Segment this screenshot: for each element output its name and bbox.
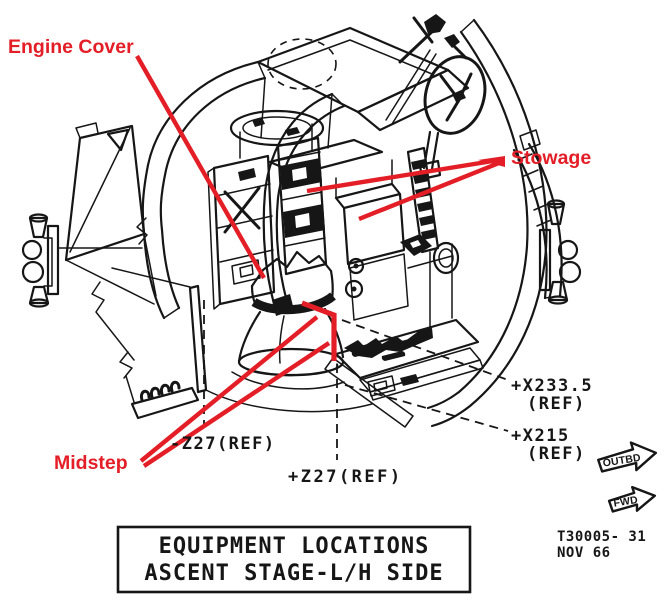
stowage-leader-wedge — [478, 156, 505, 167]
title-box — [116, 525, 472, 594]
engine-cover-label: Engine Cover — [8, 36, 134, 58]
stowage-label: Stowage — [511, 147, 591, 169]
x215-leader — [344, 384, 509, 432]
midstep-structure — [91, 267, 208, 420]
right-rim-and-rcs — [512, 129, 582, 305]
x2335-label: +X233.5 — [511, 376, 593, 396]
right-stowage-units — [334, 146, 460, 321]
engine-cover-drawing — [250, 250, 336, 315]
fairing-window — [106, 128, 130, 152]
engine-cover-crown — [250, 250, 333, 288]
midstep-leader-2 — [142, 341, 331, 468]
roof-and-hatch — [256, 26, 470, 132]
overhead-hatch-dashed-circle — [267, 38, 337, 90]
center-stowage-column — [276, 136, 328, 276]
stowage-leader-2 — [358, 160, 500, 222]
engine-mount-band — [251, 292, 336, 315]
title-line-2: ASCENT STAGE-L/H SIDE — [144, 561, 443, 586]
annotation-leader-lines — [135, 54, 505, 468]
antenna-gimbal — [424, 14, 460, 48]
midstep-label: Midstep — [54, 452, 128, 474]
s-band-antenna — [385, 14, 487, 181]
midstep-tread — [130, 386, 200, 420]
engine-cover-leader — [135, 54, 266, 280]
left-tank-fairing — [64, 122, 157, 305]
docking-tunnel-ring — [229, 109, 384, 176]
canister — [432, 241, 460, 275]
pos-z27-ref-label: +Z27(REF) — [288, 467, 403, 487]
fwd-arrow-label: FWD — [613, 494, 639, 510]
stowage-leader-1 — [306, 157, 500, 194]
outbd-arrow-label: OUTBD — [602, 452, 642, 470]
x2335-ref-label: (REF) — [527, 394, 586, 414]
x215-label: +X215 — [511, 426, 570, 446]
outbd-arrow: OUTBD — [597, 441, 658, 473]
footholds — [139, 380, 181, 402]
fwd-arrow: FWD — [607, 485, 657, 513]
midstep-highlight-elbow — [301, 300, 337, 361]
figure-date: NOV 66 — [557, 545, 611, 561]
aft-equipment-bay-floor — [205, 243, 484, 428]
figure-number: T30005- 31 — [557, 529, 646, 545]
x215-ref-label: (REF) — [527, 444, 586, 464]
title-line-1: EQUIPMENT LOCATIONS — [159, 534, 430, 559]
neg-z27-ref-label: -Z27(REF) — [170, 434, 276, 454]
left-rcs-cluster — [21, 213, 143, 308]
midstep-leader-1 — [139, 315, 319, 463]
left-stowage-console — [207, 154, 276, 310]
